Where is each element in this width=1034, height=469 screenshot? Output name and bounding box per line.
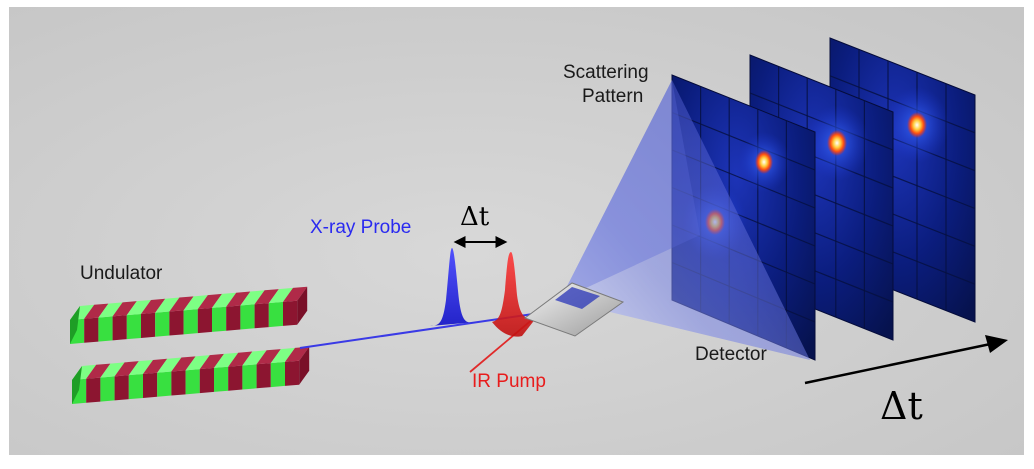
undulator-label: Undulator — [80, 263, 163, 284]
xray-pulse — [430, 248, 476, 326]
magnet-segment-front — [212, 306, 227, 332]
magnet-segment-front — [128, 373, 143, 400]
magnet-segment-top — [185, 355, 210, 371]
magnet-segment-front — [256, 363, 271, 389]
magnet-segment-front — [112, 315, 127, 341]
detector-grid-line — [671, 111, 816, 171]
detector-label: Detector — [695, 344, 767, 365]
delay-label-large: Δt — [880, 384, 923, 428]
magnet-segment-front — [98, 316, 113, 342]
ir-pump-label: IR Pump — [472, 371, 546, 392]
magnet-segment-front — [268, 301, 283, 328]
scattering-hotspot — [755, 150, 773, 174]
magnet-segment-top — [214, 352, 239, 368]
magnet-segment-top — [169, 296, 194, 312]
magnet-segment-top — [199, 353, 224, 370]
magnet-end-cap — [70, 306, 80, 344]
magnet-segment-front — [171, 370, 186, 396]
magnet-segment-top — [141, 298, 166, 314]
magnet-segment-front — [143, 372, 158, 398]
magnet-segment-front — [126, 313, 141, 340]
magnet-segment-top — [100, 362, 125, 378]
magnet-segment-top — [143, 358, 168, 374]
magnet-segment-front — [84, 317, 99, 343]
magnet-segment-top — [155, 297, 180, 313]
magnet-end-cap — [297, 286, 308, 325]
magnet-segment-top — [171, 356, 196, 372]
magnet-segment-front — [183, 309, 198, 335]
magnet-segment-top — [126, 299, 151, 316]
scattering-cone — [560, 80, 810, 360]
magnet-segment-top — [84, 303, 109, 319]
magnet-segment-top — [157, 357, 182, 373]
ir-pulse — [492, 252, 536, 337]
magnet-segment-top — [183, 295, 208, 311]
magnet-segment-front — [169, 310, 184, 336]
magnet-segment-top — [86, 363, 111, 379]
magnet-segment-front — [283, 300, 298, 326]
magnet-segment-front — [226, 305, 241, 331]
time-axis-arrow — [804, 340, 1001, 385]
magnet-end-cap — [72, 366, 82, 404]
time-axis-arrowhead — [985, 335, 1008, 353]
magnet-end-cap — [299, 346, 310, 385]
magnet-segment-front — [240, 304, 255, 330]
magnet-segment-front — [285, 360, 300, 386]
magnet-segment-top — [283, 286, 308, 302]
magnet-segment-top — [242, 350, 267, 366]
xray-probe-label: X-ray Probe — [310, 217, 412, 238]
magnet-segment-front — [199, 367, 214, 394]
scattering-hotspot — [907, 112, 927, 138]
magnet-segment-top — [240, 290, 265, 306]
magnet-segment-top — [114, 361, 139, 377]
magnet-segment-front — [185, 369, 200, 395]
magnet-segment-front — [242, 364, 257, 390]
magnet-segment-front — [86, 377, 101, 403]
magnet-segment-top — [112, 301, 137, 317]
magnet-segment-top — [226, 291, 251, 307]
sample-highlight — [555, 287, 600, 309]
magnet-segment-front — [141, 312, 156, 338]
magnet-segment-front — [114, 375, 129, 401]
magnet-segment-front — [228, 365, 243, 391]
scattering-pattern-label-line1: Scattering — [563, 62, 649, 83]
magnet-segment-front — [100, 376, 115, 402]
magnet-segment-top — [212, 292, 237, 308]
delay-label-small: Δt — [460, 202, 490, 232]
scattering-pattern-label-line2: Pattern — [582, 86, 644, 107]
magnet-segment-front — [254, 303, 269, 329]
magnet-segment-top — [256, 349, 281, 365]
magnet-segment-front — [270, 361, 285, 388]
scattering-cone-inner — [560, 80, 700, 300]
magnet-segment-top — [128, 359, 153, 376]
magnet-segment-front — [155, 311, 170, 337]
undulator-magnets — [70, 286, 310, 404]
magnet-segment-top — [254, 289, 279, 305]
magnet-segment-top — [197, 293, 222, 310]
magnet-segment-top — [98, 302, 123, 318]
magnet-segment-top — [270, 347, 295, 364]
magnet-segment-front — [157, 371, 172, 397]
magnet-segment-front — [197, 307, 212, 334]
magnet-segment-front — [214, 366, 229, 392]
magnet-segment-top — [285, 346, 310, 362]
magnet-segment-top — [268, 287, 293, 304]
scattering-hotspot — [827, 130, 847, 156]
magnet-segment-top — [228, 351, 253, 367]
